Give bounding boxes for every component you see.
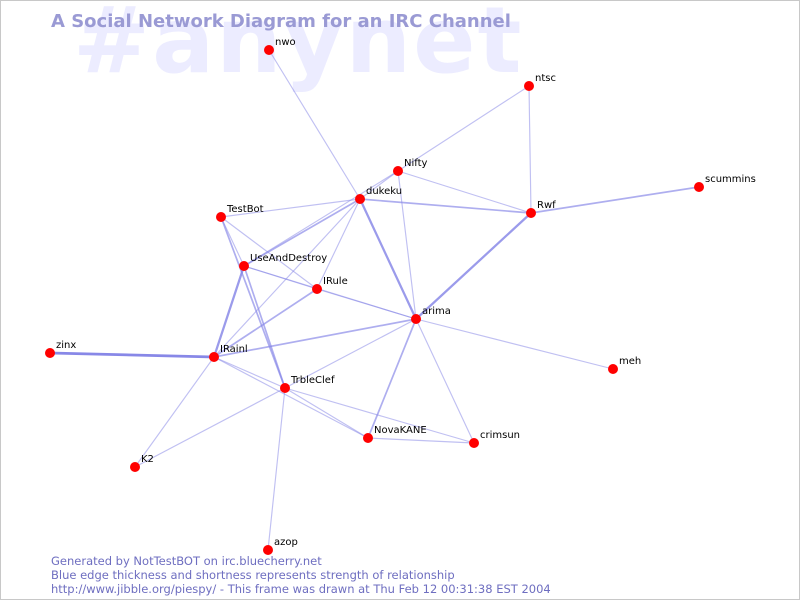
edge-trbleclef-novakane [284, 387, 369, 439]
node-label: scummins [705, 174, 756, 185]
node-irule[interactable]: IRule [312, 276, 348, 294]
node-label: TrbleClef [290, 375, 335, 386]
node-label: IRainl [220, 344, 248, 355]
node-label: IRule [323, 276, 348, 287]
edge-testbot-trbleclef [220, 216, 286, 389]
node-trbleclef[interactable]: TrbleClef [280, 375, 335, 393]
edge-dukeku-irule [316, 198, 361, 290]
edge-nifty-arima [397, 170, 417, 320]
node-dot[interactable] [263, 545, 273, 555]
edge-arima-crimsun [415, 318, 475, 444]
node-label: arima [422, 306, 451, 317]
edge-novakane-crimsun [367, 437, 475, 444]
node-dot[interactable] [312, 284, 322, 294]
edge-irainl-k2 [134, 356, 215, 468]
node-dot[interactable] [363, 433, 373, 443]
edge-nifty-useanddestroy [243, 170, 399, 267]
edge-dukeku-useanddestroy [243, 198, 361, 267]
node-testbot[interactable]: TestBot [216, 204, 264, 222]
node-dot[interactable] [209, 352, 219, 362]
node-ntsc[interactable]: ntsc [524, 73, 556, 91]
node-label: Nifty [404, 158, 428, 169]
node-dot[interactable] [130, 462, 140, 472]
node-arima[interactable]: arima [411, 306, 451, 324]
node-dot[interactable] [355, 194, 365, 204]
edge-trbleclef-k2 [134, 387, 286, 468]
node-dot[interactable] [393, 166, 403, 176]
node-nifty[interactable]: Nifty [393, 158, 428, 176]
node-label: azop [274, 537, 298, 548]
node-label: zinx [56, 340, 76, 351]
edge-rwf-scummins [530, 186, 700, 214]
node-dukeku[interactable]: dukeku [355, 186, 402, 204]
node-label: crimsun [480, 430, 520, 441]
footer-legend-note: Blue edge thickness and shortness repres… [51, 568, 455, 582]
node-dot[interactable] [239, 261, 249, 271]
node-crimsun[interactable]: crimsun [469, 430, 520, 448]
edge-zinx-irainl [48, 351, 216, 359]
node-label: nwo [275, 37, 296, 48]
edge-arima-novakane [367, 318, 417, 439]
node-rwf[interactable]: Rwf [526, 200, 556, 218]
node-azop[interactable]: azop [263, 537, 298, 555]
edge-testbot-irule [220, 216, 318, 290]
edge-trbleclef-crimsun [284, 387, 475, 444]
edge-ntsc-nifty [397, 85, 530, 172]
channel-watermark: #anynet [73, 0, 524, 94]
node-dot[interactable] [45, 348, 55, 358]
footer-source-link[interactable]: http://www.jibble.org/piespy/ - This fra… [51, 582, 551, 596]
node-dot[interactable] [694, 182, 704, 192]
node-dot[interactable] [216, 212, 226, 222]
node-label: dukeku [366, 186, 402, 197]
node-label: Rwf [537, 200, 556, 211]
edge-useanddestroy-irainl [212, 264, 246, 359]
edge-dukeku-arima [358, 197, 418, 321]
edge-irule-arima [316, 288, 417, 320]
edge-arima-meh [415, 318, 614, 370]
node-irainl[interactable]: IRainl [209, 344, 248, 362]
node-meh[interactable]: meh [608, 356, 641, 374]
node-zinx[interactable]: zinx [45, 340, 76, 358]
edge-layer [48, 49, 700, 551]
edge-rwf-arima [414, 211, 533, 321]
edge-testbot-dukeku [220, 198, 361, 218]
edge-nifty-rwf [397, 170, 532, 214]
node-dot[interactable] [469, 438, 479, 448]
node-scummins[interactable]: scummins [694, 174, 756, 192]
node-k2[interactable]: K2 [130, 454, 154, 472]
node-dot[interactable] [280, 383, 290, 393]
node-dot[interactable] [608, 364, 618, 374]
node-label: meh [619, 356, 641, 367]
edge-irainl-trbleclef [213, 356, 286, 389]
edge-irainl-novakane [213, 356, 369, 439]
node-useanddestroy[interactable]: UseAndDestroy [239, 253, 327, 271]
edge-nifty-dukeku [359, 170, 399, 200]
node-novakane[interactable]: NovaKANE [363, 425, 427, 443]
node-label: TestBot [226, 204, 264, 215]
diagram-title: A Social Network Diagram for an IRC Chan… [51, 11, 511, 32]
node-label: ntsc [535, 73, 556, 84]
edge-dukeku-irainl [213, 198, 361, 358]
edge-arima-irainl [213, 318, 417, 358]
footer-generated-by: Generated by NotTestBOT on irc.bluecherr… [51, 554, 322, 568]
node-label: NovaKANE [374, 425, 427, 436]
edge-dukeku-rwf [359, 198, 532, 214]
edge-nwo-dukeku [268, 49, 361, 200]
node-dot[interactable] [526, 208, 536, 218]
node-dot[interactable] [411, 314, 421, 324]
edge-ntsc-rwf [528, 85, 532, 214]
edge-arima-trbleclef [284, 318, 417, 389]
edge-irule-irainl [213, 288, 318, 358]
footer: Generated by NotTestBOT on irc.bluecherr… [51, 554, 551, 596]
node-label: K2 [141, 454, 154, 465]
node-nwo[interactable]: nwo [264, 37, 296, 55]
node-dot[interactable] [264, 45, 274, 55]
edge-trbleclef-azop [267, 387, 286, 551]
node-label: UseAndDestroy [250, 253, 327, 264]
node-dot[interactable] [524, 81, 534, 91]
edge-useanddestroy-trbleclef [243, 265, 286, 389]
